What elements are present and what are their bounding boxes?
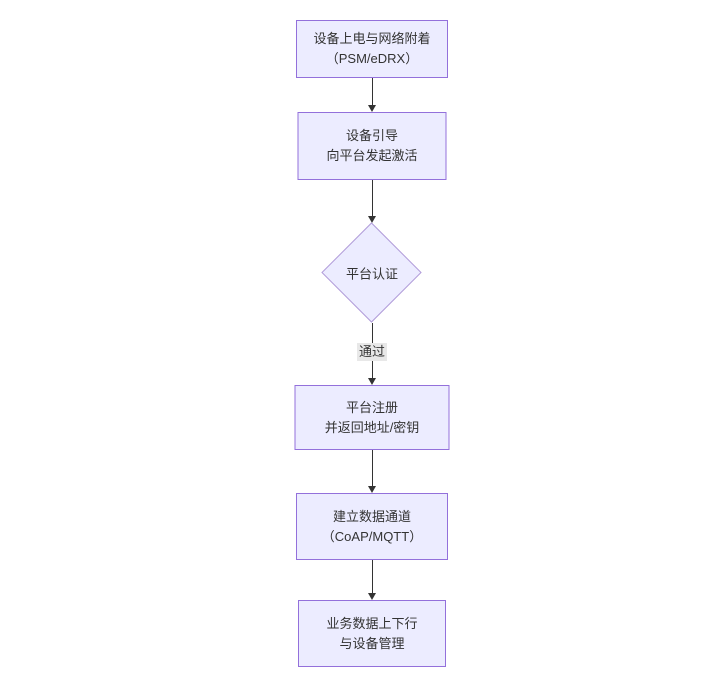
node-power-attach-line2: （PSM/eDRX） [325, 51, 419, 66]
edge-bootstrap-to-auth [371, 180, 373, 217]
node-bootstrap: 设备引导 向平台发起激活 [297, 112, 447, 180]
node-data-channel-line2: （CoAP/MQTT） [321, 528, 423, 544]
arrowhead-icon [368, 216, 376, 223]
node-register-line2: 并返回地址/密钥 [324, 419, 420, 435]
node-register-line1: 平台注册 [345, 399, 398, 415]
arrowhead-icon [368, 486, 376, 493]
node-data-channel-line1: 建立数据通道 [332, 508, 411, 524]
edge-channel-to-business [371, 560, 373, 594]
node-data-channel: 建立数据通道 （CoAP/MQTT） [296, 493, 448, 560]
node-register: 平台注册 并返回地址/密钥 [294, 385, 450, 450]
edge-power-to-bootstrap [371, 78, 373, 106]
arrowhead-icon [368, 105, 376, 112]
edge-register-to-channel [371, 450, 373, 487]
decision-platform-auth-label: 平台认证 [345, 266, 399, 282]
node-power-attach-line1: 设备上电与网络附着 [313, 31, 431, 46]
node-business-data-line1: 业务数据上下行 [326, 615, 418, 631]
arrowhead-icon [368, 378, 376, 385]
arrowhead-icon [368, 593, 376, 600]
node-bootstrap-line2: 向平台发起激活 [326, 148, 418, 163]
edge-label-pass: 通过 [356, 343, 388, 361]
node-power-attach: 设备上电与网络附着 （PSM/eDRX） [296, 20, 448, 78]
node-business-data-line2: 与设备管理 [339, 635, 405, 651]
node-business-data: 业务数据上下行 与设备管理 [298, 600, 446, 667]
node-bootstrap-line1: 设备引导 [345, 128, 398, 143]
